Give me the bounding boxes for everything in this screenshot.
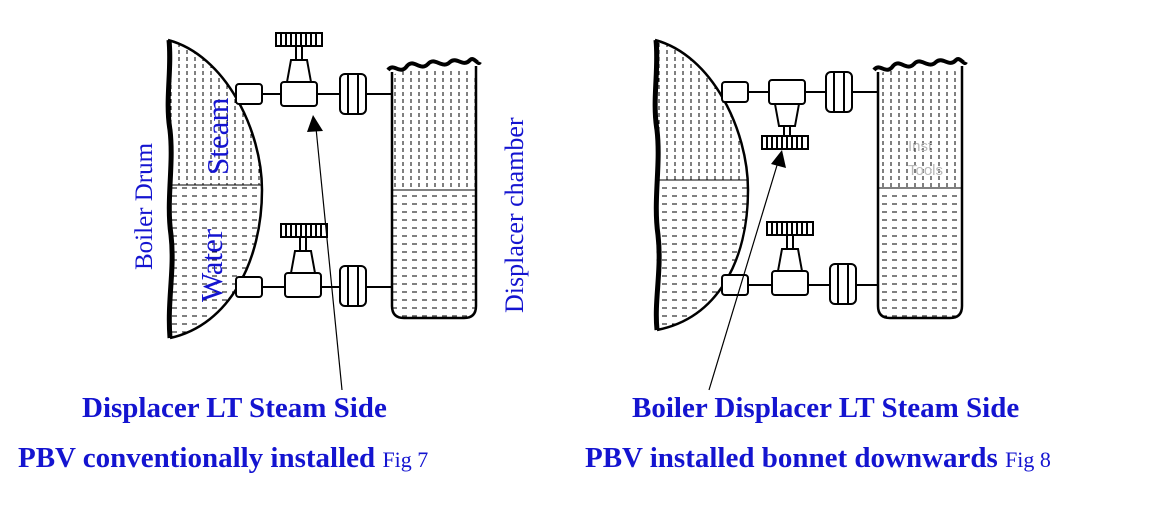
fig7-caption-subtitle: PBV conventionally installed xyxy=(18,442,376,474)
fig8-caption-line2: PBV installed bonnet downwards Fig 8 xyxy=(585,442,1051,475)
fig7-caption-line1: Displacer LT Steam Side xyxy=(82,392,387,425)
fig7-displacer-chamber xyxy=(386,57,482,320)
fig8-lower-valve-body xyxy=(771,270,809,296)
fig8-displacer-chamber: Inst Tools xyxy=(872,57,968,320)
fig7-lower-union xyxy=(339,265,367,307)
fig7-caption-line2: PBV conventionally installed Fig 7 xyxy=(18,442,428,475)
fig7-boiler-drum-label: Boiler Drum xyxy=(131,142,158,270)
fig7-caption-title: Displacer LT Steam Side xyxy=(82,392,387,424)
fig7-upper-valve-body xyxy=(280,81,318,107)
fig8-figure-number: Fig 8 xyxy=(1005,447,1051,472)
fig7-pointer-arrow xyxy=(307,115,343,391)
fig7-figure-number: Fig 7 xyxy=(382,447,429,472)
fig8-watermark-line1: Inst xyxy=(908,138,933,155)
fig7-diagram: Boiler Drum Steam Water Displacer chambe… xyxy=(131,32,529,391)
fig7-upper-union xyxy=(339,73,367,115)
fig8-watermark-line2: Tools xyxy=(908,162,943,179)
fig8-caption-title: Boiler Displacer LT Steam Side xyxy=(632,392,1020,424)
fig7-lower-valve-body xyxy=(284,272,322,298)
fig8-lower-union xyxy=(829,263,857,305)
fig8-lower-line xyxy=(721,221,878,305)
fig8-caption-subtitle: PBV installed bonnet downwards xyxy=(585,442,998,474)
fig8-pointer-arrow xyxy=(708,150,786,391)
fig7-steam-label: Steam xyxy=(200,98,235,176)
fig8-upper-valve-body xyxy=(768,79,806,105)
fig7-lower-line xyxy=(235,223,392,307)
fig8-upper-union xyxy=(825,71,853,113)
fig8-diagram: Inst Tools xyxy=(652,38,968,391)
fig8-caption-line1: Boiler Displacer LT Steam Side xyxy=(632,392,1019,425)
fig8-upper-line xyxy=(721,71,878,150)
fig7-upper-line xyxy=(235,32,392,115)
fig7-water-label: Water xyxy=(194,228,229,302)
fig7-displacer-chamber-label: Displacer chamber xyxy=(500,117,529,313)
